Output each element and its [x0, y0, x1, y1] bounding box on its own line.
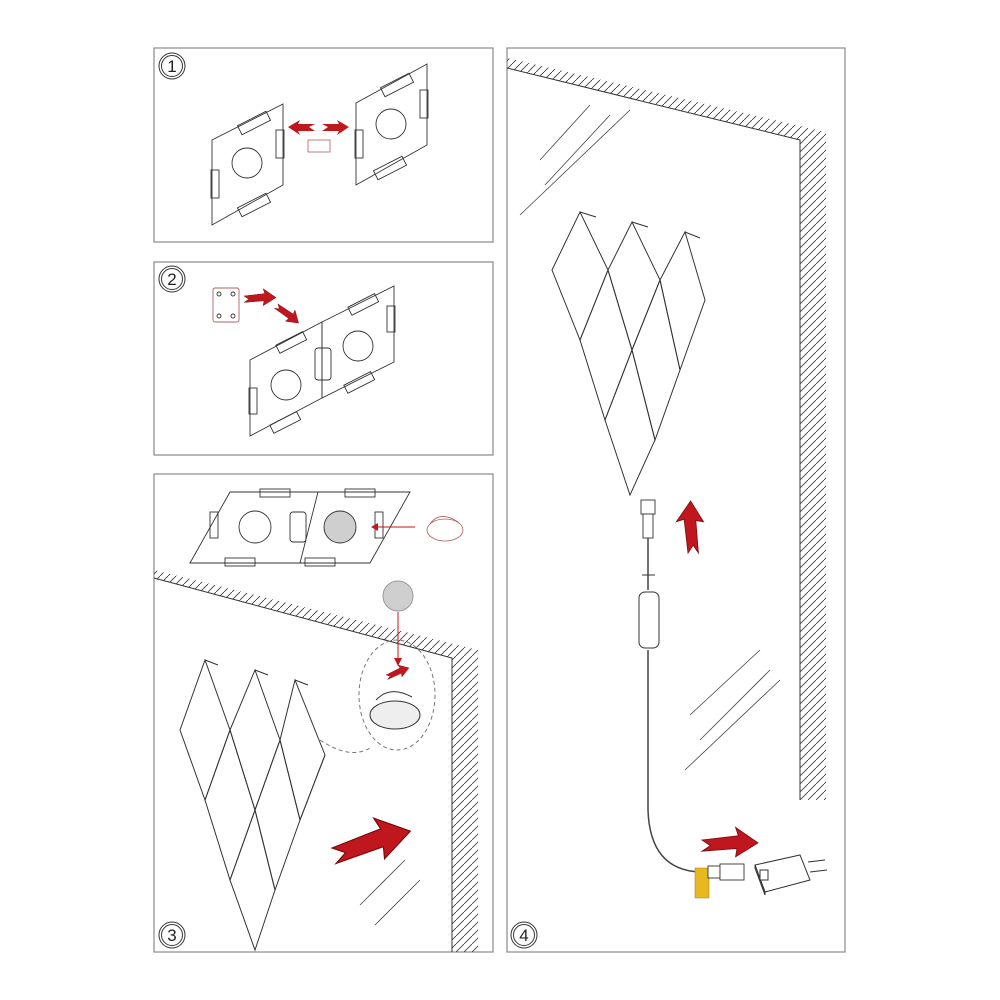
step-2-panel: 2	[153, 261, 494, 456]
tile-right	[354, 63, 429, 186]
triangle-panels	[179, 658, 326, 952]
step-number: 1	[167, 57, 176, 76]
usb-plug	[640, 499, 656, 539]
label-tag	[694, 867, 710, 899]
adhesive-disc	[382, 580, 414, 612]
step-number: 4	[519, 926, 528, 945]
usb-connector	[707, 863, 745, 881]
tile-left	[210, 103, 285, 226]
step-4-panel: 4	[506, 47, 846, 953]
joined-tiles	[248, 285, 396, 437]
step-3-panel: 3	[153, 473, 494, 953]
connector-piece	[212, 287, 240, 323]
controller	[638, 591, 660, 649]
step-1-panel: 1	[153, 47, 494, 243]
usb-charger	[754, 854, 828, 896]
adhesive-pad-icon	[426, 516, 464, 542]
double-arrow-icon	[288, 120, 349, 135]
step-number: 2	[167, 270, 176, 289]
connector-icon	[307, 139, 331, 153]
triangle-panels	[551, 210, 706, 497]
tile-strip	[189, 488, 411, 567]
step-number: 3	[167, 926, 176, 945]
